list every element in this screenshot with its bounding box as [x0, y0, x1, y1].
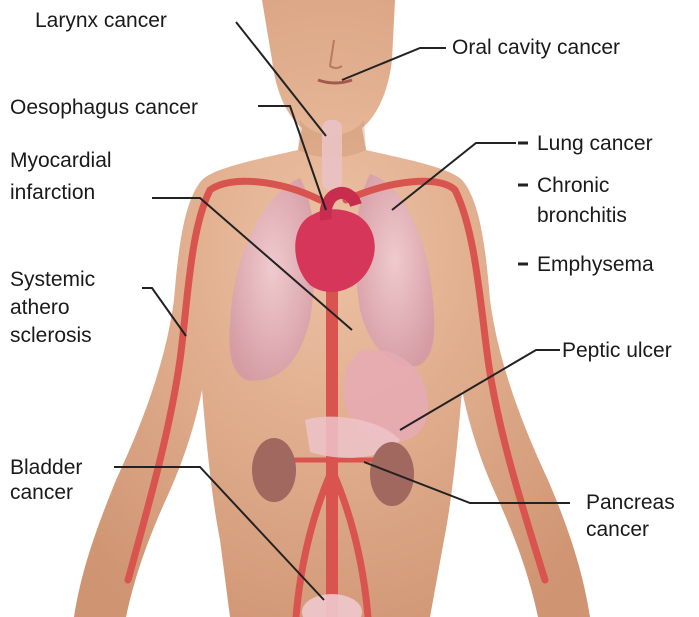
label-oesophagus-cancer: Oesophagus cancer [10, 95, 198, 120]
label-larynx-cancer: Larynx cancer [35, 8, 167, 33]
label-infarction: infarction [10, 180, 95, 205]
label-bronchitis: bronchitis [537, 203, 627, 228]
label-pancreas: Pancreas [586, 490, 675, 515]
label-bladder: Bladder [10, 455, 82, 480]
label-chronic: Chronic [537, 173, 609, 198]
trachea [322, 120, 342, 190]
label-oral-cavity-cancer: Oral cavity cancer [452, 35, 620, 60]
label-sclerosis: sclerosis [10, 323, 92, 348]
label-myocardial: Myocardial [10, 148, 112, 173]
label-bladder-cancer: cancer [10, 480, 73, 505]
label-lung-cancer: Lung cancer [537, 131, 653, 156]
label-pancreas-cancer: cancer [586, 517, 649, 542]
left-kidney [252, 438, 296, 502]
label-emphysema: Emphysema [537, 252, 654, 277]
label-peptic-ulcer: Peptic ulcer [562, 338, 672, 363]
right-kidney [370, 442, 414, 506]
label-athero: athero [10, 295, 70, 320]
label-systemic: Systemic [10, 267, 95, 292]
list-dashes [518, 143, 528, 264]
